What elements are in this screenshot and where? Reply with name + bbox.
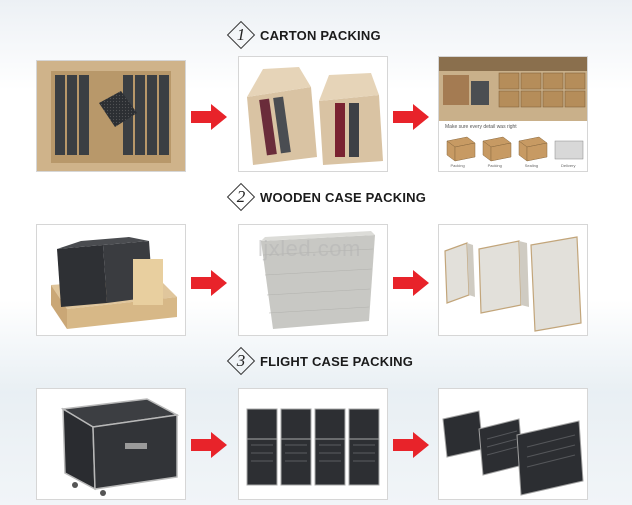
section-title-wooden: 2 WOODEN CASE PACKING [230, 186, 426, 208]
flow-caption: Make sure every detail was right [445, 124, 517, 130]
arrow-right-icon [191, 104, 227, 130]
flow-step-label: Delivery [561, 163, 576, 168]
packing-steps-illustration [446, 136, 584, 162]
arrow-right-icon [393, 432, 429, 458]
flight-photo-1 [36, 388, 186, 500]
step-number-badge: 1 [230, 24, 252, 46]
flow-step-label: Packing [450, 163, 465, 168]
watermark-text: ljxled.com [258, 236, 361, 261]
section-heading: CARTON PACKING [260, 27, 381, 43]
open-cartons-image [239, 57, 387, 171]
flight-photo-2 [238, 388, 388, 500]
arrow-right-icon [393, 104, 429, 130]
arrow-right-icon [191, 270, 227, 296]
flight-cases-row-image [439, 389, 587, 499]
step-number-badge: 3 [230, 350, 252, 372]
flight-photo-3 [438, 388, 588, 500]
flow-step-label: Sealing [524, 163, 539, 168]
section-heading: FLIGHT CASE PACKING [260, 353, 414, 369]
wooden-photo-3 [438, 224, 588, 336]
arrow-right-icon [191, 432, 227, 458]
led-panels-on-pallet-image [37, 225, 185, 335]
flow-steps-labels: Packing Packing Sealing Delivery [439, 163, 587, 168]
carton-boxes-image [37, 61, 185, 171]
carton-photo-2 [238, 56, 388, 172]
section-title-carton: 1 CARTON PACKING [230, 24, 381, 46]
carton-photo-1 [36, 60, 186, 172]
wooden-photo-1 [36, 224, 186, 336]
flight-case-closed-image [37, 389, 185, 499]
flow-step-label: Packing [487, 163, 502, 168]
arrow-right-icon [393, 270, 429, 296]
flight-cases-open-image [239, 389, 387, 499]
wooden-crate-image [239, 225, 387, 335]
section-title-flight: 3 FLIGHT CASE PACKING [230, 350, 413, 372]
wooden-crates-row-image [439, 225, 587, 335]
warehouse-image [439, 57, 587, 121]
carton-photo-3: Make sure every detail was right Packing… [438, 56, 588, 172]
step-number-badge: 2 [230, 186, 252, 208]
wooden-photo-2 [238, 224, 388, 336]
section-heading: WOODEN CASE PACKING [260, 189, 427, 205]
